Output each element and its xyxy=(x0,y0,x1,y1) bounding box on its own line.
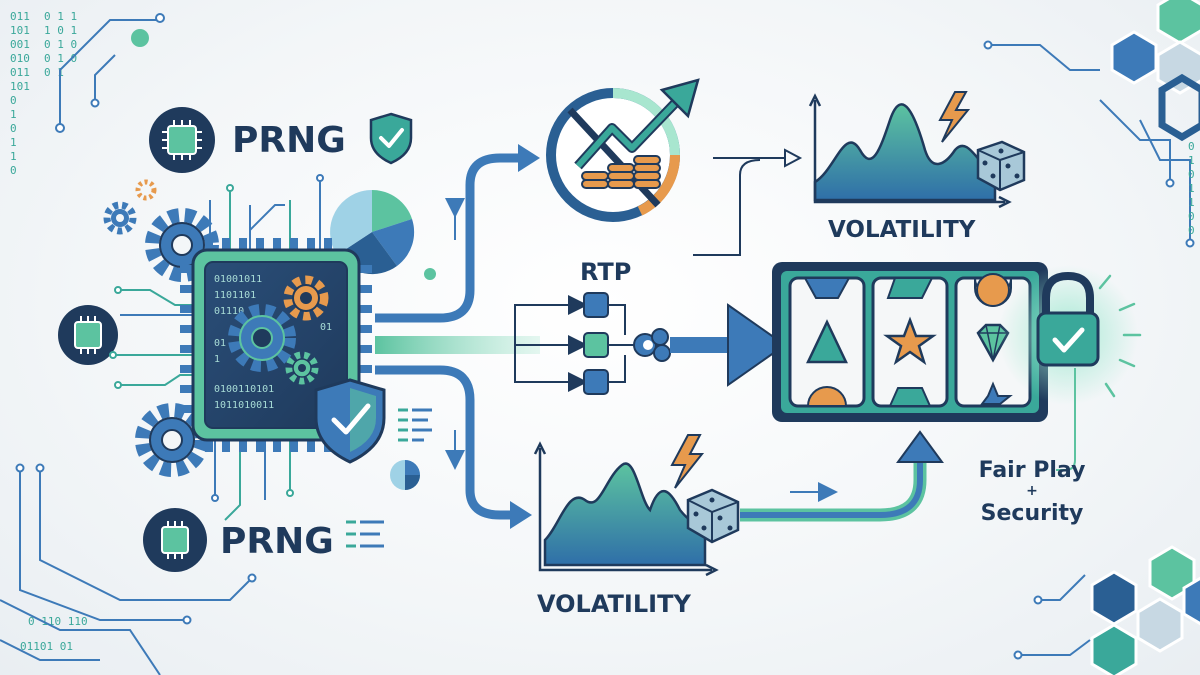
binary-text: 010 xyxy=(10,52,30,65)
rtp-gauge xyxy=(546,78,700,222)
shield-check-icon xyxy=(369,112,413,165)
binary-text: 0 110 110 xyxy=(28,615,88,628)
glow-rays xyxy=(1098,274,1142,398)
chip-binary: 0100110101 xyxy=(214,384,274,395)
binary-decor-right: 0 1 0 1 1 0 0 xyxy=(1188,140,1195,237)
rtp-to-volatility-connector xyxy=(693,148,803,256)
gear-icon xyxy=(103,201,137,235)
dice-icon xyxy=(976,140,1026,192)
fair-play-plus: + xyxy=(1026,483,1038,499)
lightning-icon xyxy=(670,434,705,489)
binary-text: 1 xyxy=(10,136,17,149)
gear-icon xyxy=(135,179,157,201)
binary-text: 1 xyxy=(1188,182,1195,195)
triangle-symbol xyxy=(806,319,848,364)
binary-text: 0 1 0 xyxy=(44,38,77,51)
prng-label-top: PRNG xyxy=(232,120,346,161)
cpu-icon xyxy=(161,521,189,559)
binary-text: 1 xyxy=(10,150,17,163)
volatility-chart-top xyxy=(808,91,1026,209)
binary-text: 101 xyxy=(10,80,30,93)
binary-decor-bottom-left: 0 110 110 01101 01 xyxy=(20,615,88,653)
binary-text: 011 xyxy=(10,66,30,79)
pie-chart-icon xyxy=(390,460,420,490)
binary-text: 0 xyxy=(1188,210,1195,223)
decor-dot xyxy=(424,268,436,280)
dice-icon xyxy=(686,488,740,544)
center-data-beam xyxy=(375,336,540,354)
volatility-label-bottom: VOLATILITY xyxy=(537,590,691,618)
chip-binary: 01110 xyxy=(214,306,244,317)
binary-text: 0 1 xyxy=(44,66,64,79)
binary-text: 1 xyxy=(1188,196,1195,209)
chip-binary: 01 xyxy=(214,338,226,349)
binary-text: 1 xyxy=(1188,154,1195,167)
list-icon xyxy=(398,408,432,442)
circuit-lines-bottom-left xyxy=(0,463,257,675)
shield-check-icon xyxy=(314,378,386,464)
cpu-icon-left xyxy=(58,305,118,365)
binary-text: 0 xyxy=(1188,140,1195,153)
binary-text: 0 1 1 xyxy=(44,10,77,23)
flow-arrow-up xyxy=(375,144,540,323)
flow-arrow-bottom-to-slot xyxy=(740,430,944,522)
binary-text: 1 0 1 xyxy=(44,24,77,37)
chip-binary: 1101101 xyxy=(214,290,256,301)
gear-icon xyxy=(285,351,319,385)
coin-stack-icon xyxy=(581,155,661,189)
cloud-node xyxy=(633,328,671,362)
binary-text: 101 xyxy=(10,24,30,37)
slot-reel-2 xyxy=(871,276,949,408)
flow-node xyxy=(583,332,609,358)
binary-decor-top-left: 011 101 001 010 011 101 0 1 0 1 1 0 0 1 … xyxy=(10,10,77,177)
binary-text: 001 xyxy=(10,38,30,51)
flow-node xyxy=(583,292,609,318)
volatility-label-top: VOLATILITY xyxy=(828,217,976,243)
gear-icon xyxy=(228,304,296,372)
circuit-lines-top-left xyxy=(55,13,165,133)
circuit-lines-top-right xyxy=(983,40,1195,248)
rtp-label: RTP xyxy=(580,258,631,286)
decor-dot xyxy=(131,29,149,47)
volatility-chart-bottom xyxy=(533,434,740,577)
chip-binary: 01001011 xyxy=(214,274,262,285)
binary-text: 0 xyxy=(1188,224,1195,237)
binary-text: 0 xyxy=(1188,168,1195,181)
binary-text: 1 xyxy=(10,108,17,121)
flow-arrow-down xyxy=(375,365,532,529)
security-label: Security xyxy=(981,501,1084,526)
hexagon-decor-top-right xyxy=(1110,0,1200,142)
prng-top-group: PRNG xyxy=(149,107,413,173)
lock-connector xyxy=(1056,368,1076,471)
prng-bottom-group: PRNG xyxy=(143,508,384,572)
star-symbol xyxy=(883,316,937,366)
lightning-icon xyxy=(938,91,971,143)
padlock-icon xyxy=(1036,271,1100,367)
slot-reel-1 xyxy=(788,276,866,408)
prng-label-bottom: PRNG xyxy=(220,521,334,562)
chip-binary: 1011010011 xyxy=(214,400,274,411)
trend-arrow-icon xyxy=(574,78,700,170)
binary-text: 011 xyxy=(10,10,30,23)
binary-text: 01101 01 xyxy=(20,640,73,653)
binary-text: 0 xyxy=(10,164,17,177)
chip-binary: 1 xyxy=(214,354,220,365)
cpu-icon xyxy=(162,120,202,160)
gear-icon xyxy=(283,275,329,321)
hexagon-decor-bottom-right xyxy=(1090,545,1200,675)
big-arrow-to-slot xyxy=(670,303,787,387)
chip-traces xyxy=(109,174,324,521)
fair-play-label: Fair Play xyxy=(979,458,1086,483)
chip-binary: 01 xyxy=(320,322,332,333)
flowchart xyxy=(514,292,671,395)
circuit-lines-bottom-right xyxy=(1013,574,1091,660)
flow-node xyxy=(583,369,609,395)
binary-text: 0 xyxy=(10,94,17,107)
binary-text: 0 xyxy=(10,122,17,135)
